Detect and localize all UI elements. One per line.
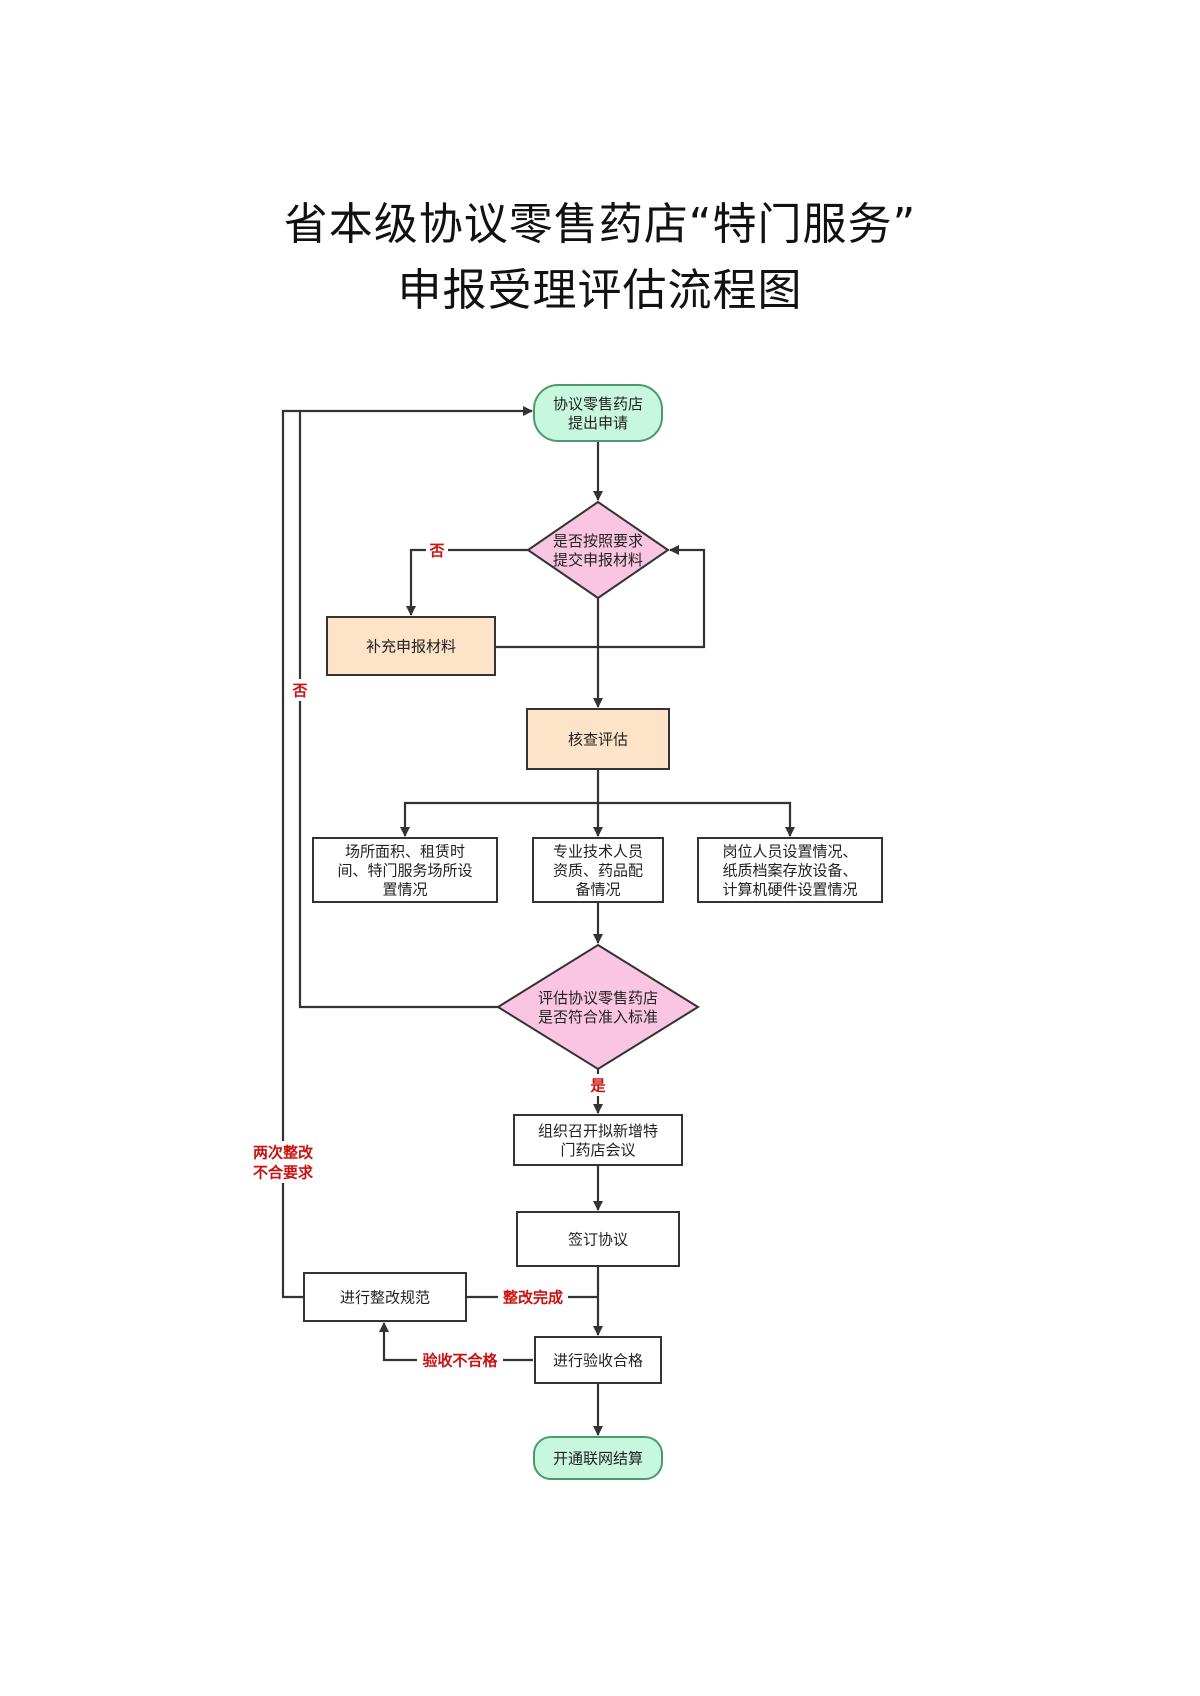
edge-twice-fail-to-start bbox=[281, 409, 304, 1299]
supplement-materials-node-box bbox=[326, 616, 496, 676]
start-node-shape bbox=[533, 384, 663, 442]
verify-evaluate-node-text: 核查评估 bbox=[568, 731, 628, 749]
sign-agreement-node-box bbox=[516, 1211, 680, 1267]
site-condition-node-text: 间、特门服务场所设 bbox=[337, 862, 472, 880]
staff-qualification-node-text: 专业技术人员 bbox=[553, 843, 643, 861]
label-twice-fail-bg bbox=[248, 1141, 318, 1183]
start-node-text: 协议零售药店 bbox=[553, 395, 643, 413]
edge-evaluate-no-to-start bbox=[298, 406, 533, 1009]
staff-qualification-node-box bbox=[532, 837, 664, 903]
label-yes-evaluate-text: 是 bbox=[589, 1077, 606, 1095]
label-no-evaluate-text: 否 bbox=[291, 682, 307, 700]
meeting-node-text: 门药店会议 bbox=[560, 1141, 635, 1159]
acceptance-node: 进行验收合格 bbox=[534, 1336, 662, 1384]
supplement-materials-node-text: 补充申报材料 bbox=[366, 638, 456, 656]
post-setup-node-text: 岗位人员设置情况、 bbox=[722, 843, 857, 861]
post-setup-node-text: 纸质档案存放设备、 bbox=[722, 862, 857, 880]
meeting-node-box bbox=[513, 1114, 683, 1166]
label-yes-evaluate-bg bbox=[587, 1074, 609, 1096]
verify-evaluate-node: 核查评估 bbox=[526, 708, 670, 770]
rectify-node: 进行整改规范 bbox=[303, 1272, 467, 1322]
label-twice-fail-text: 两次整改 bbox=[253, 1144, 314, 1162]
acceptance-node-box bbox=[534, 1336, 662, 1384]
edge-check-no-to-supplement bbox=[406, 548, 528, 616]
edge-verify-to-site bbox=[400, 801, 598, 837]
post-setup-node-text: 计算机硬件设置情况 bbox=[722, 881, 857, 899]
sign-agreement-node-text: 签订协议 bbox=[568, 1231, 628, 1249]
site-condition-node-text: 场所面积、租赁时 bbox=[345, 843, 465, 861]
rectify-node-text: 进行整改规范 bbox=[340, 1289, 430, 1307]
post-setup-node-box bbox=[697, 837, 883, 903]
rectify-node-box bbox=[303, 1272, 467, 1322]
check-materials-decision-text: 提交申报材料 bbox=[553, 551, 643, 569]
check-materials-decision-text: 是否按照要求 bbox=[553, 532, 643, 550]
evaluate-standard-decision-text: 评估协议零售药店 bbox=[538, 989, 658, 1007]
page-title-line-1: 省本级协议零售药店“特门服务” bbox=[283, 199, 917, 250]
label-no-materials-text: 否 bbox=[428, 542, 444, 560]
edge-verify-to-posts bbox=[598, 801, 795, 837]
staff-qualification-node-text: 备情况 bbox=[575, 881, 620, 899]
post-setup-node: 岗位人员设置情况、纸质档案存放设备、计算机硬件设置情况 bbox=[697, 837, 883, 903]
label-no-materials-bg bbox=[426, 539, 448, 561]
end-node-shape bbox=[533, 1436, 663, 1480]
evaluate-standard-decision-shape bbox=[496, 943, 700, 1071]
check-materials-decision-shape bbox=[526, 500, 670, 600]
site-condition-node-box bbox=[312, 837, 498, 903]
end-node: 开通联网结算 bbox=[533, 1436, 663, 1480]
evaluate-standard-decision-text: 是否符合准入标准 bbox=[538, 1008, 658, 1026]
label-rectify-done-text: 整改完成 bbox=[503, 1289, 563, 1307]
acceptance-node-text: 进行验收合格 bbox=[553, 1352, 643, 1370]
sign-agreement-node: 签订协议 bbox=[516, 1211, 680, 1267]
staff-qualification-node-text: 资质、药品配 bbox=[553, 862, 643, 880]
edge-supplement-loop bbox=[495, 545, 706, 649]
label-no-evaluate-bg bbox=[289, 679, 311, 701]
label-twice-fail-text: 不合要求 bbox=[253, 1164, 314, 1182]
meeting-node-text: 组织召开拟新增特 bbox=[538, 1122, 658, 1140]
label-acceptance-fail-text: 验收不合格 bbox=[422, 1352, 498, 1370]
end-node-text: 开通联网结算 bbox=[553, 1450, 643, 1468]
site-condition-node-text: 置情况 bbox=[382, 881, 427, 899]
verify-evaluate-node-box bbox=[526, 708, 670, 770]
label-acceptance-fail-bg bbox=[417, 1349, 503, 1371]
label-rectify-done-bg bbox=[498, 1286, 568, 1308]
supplement-materials-node: 补充申报材料 bbox=[326, 616, 496, 676]
page-title-line-2: 申报受理评估流程图 bbox=[397, 265, 803, 316]
start-node-text: 提出申请 bbox=[568, 414, 628, 432]
